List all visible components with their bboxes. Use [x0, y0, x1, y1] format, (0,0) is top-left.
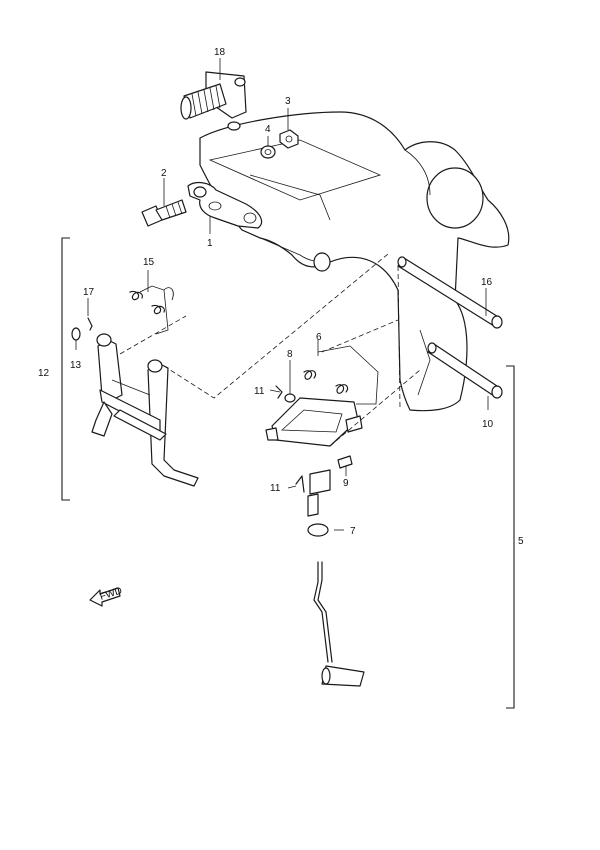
- forward-arrow-icon: FWD: [89, 585, 124, 607]
- group-bracket-5: [506, 365, 515, 709]
- label-3: 3: [285, 96, 291, 107]
- pin-part-10: [427, 342, 503, 399]
- rod-part-5: [307, 469, 365, 687]
- label-11a: 11: [254, 386, 265, 397]
- label-11b: 11: [270, 483, 281, 494]
- spring-part-15: [129, 285, 174, 335]
- fwd-label: FWD: [99, 585, 124, 603]
- label-17: 17: [83, 287, 95, 298]
- swivel-bracket: [199, 111, 510, 412]
- label-10: 10: [482, 419, 494, 430]
- group-bracket-12: [61, 237, 70, 501]
- washer-part-4: [260, 145, 276, 159]
- label-5: 5: [518, 536, 524, 547]
- reference-lines: [119, 253, 421, 447]
- label-4: 4: [265, 124, 271, 135]
- washer-part-8: [284, 393, 296, 403]
- collar-part-13: [71, 327, 81, 341]
- pin-part-16: [397, 256, 503, 329]
- label-9: 9: [343, 478, 349, 489]
- part-labels: 18 3 4 2 1 15 17 16 6 8 13 12 11 10 9 11…: [38, 47, 524, 547]
- label-15: 15: [143, 257, 155, 268]
- latch-bracket-part-6: [265, 345, 379, 447]
- label-2: 2: [161, 168, 167, 179]
- nut-part-3: [279, 129, 299, 149]
- label-18: 18: [214, 47, 226, 58]
- pin-part-17: [87, 317, 93, 331]
- clip-part-11a: [275, 385, 283, 399]
- stopper-plate-part-1: [187, 181, 263, 229]
- label-6: 6: [316, 332, 322, 343]
- label-16: 16: [481, 277, 493, 288]
- label-13: 13: [70, 360, 82, 371]
- adjuster-knob-part-18: [180, 71, 247, 131]
- spring-part-8: [303, 370, 349, 394]
- leader-lines: [75, 58, 489, 531]
- clip-part-11b: [295, 475, 305, 493]
- label-8: 8: [287, 349, 293, 360]
- label-7: 7: [350, 526, 356, 537]
- bolt-part-2: [141, 199, 187, 227]
- tilt-lever-assembly-part-12: [91, 333, 199, 487]
- bolt-part-9: [337, 455, 353, 469]
- label-12: 12: [38, 368, 50, 379]
- label-1: 1: [207, 238, 213, 249]
